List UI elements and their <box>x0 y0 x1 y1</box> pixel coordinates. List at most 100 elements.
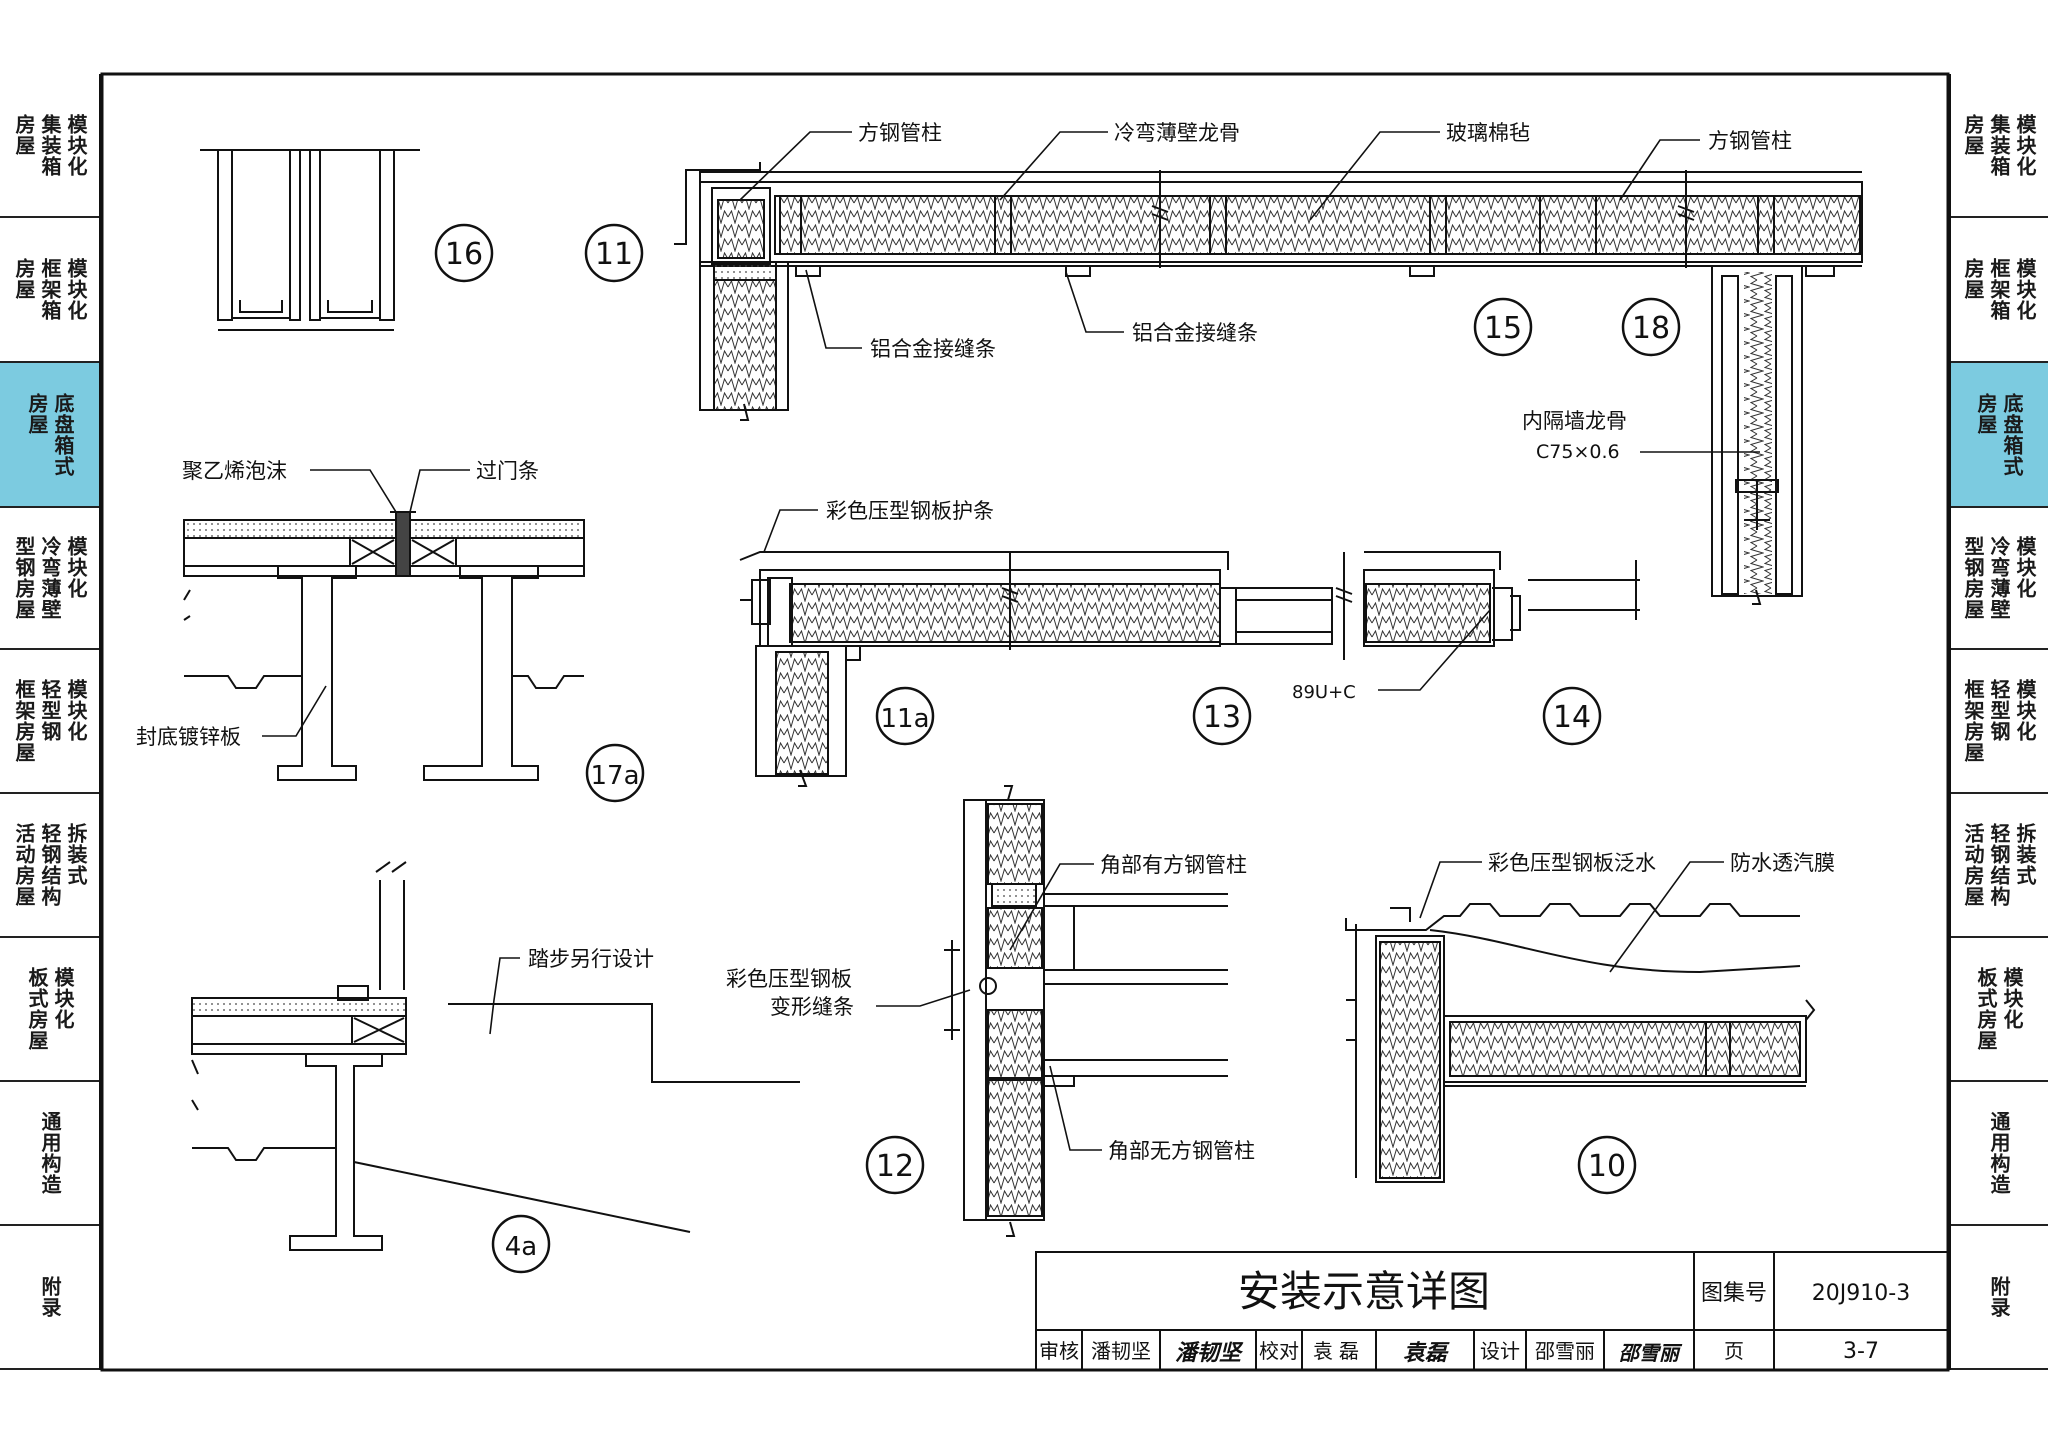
label-glass-wool: 玻璃棉毡 <box>1446 121 1530 145</box>
detail-number-4a: 4a <box>505 1232 537 1262</box>
reviewer-name: 潘韧坚 <box>1091 1339 1151 1363</box>
label-square-tube-column-right: 方钢管柱 <box>1708 129 1792 153</box>
checker-signature: 袁磊 <box>1403 1341 1450 1366</box>
side-tab-left-0[interactable]: 模块化 集装箱 房屋 <box>0 74 100 218</box>
drawing-title: 安装示意详图 <box>1238 1267 1490 1316</box>
label-partition-spec: C75×0.6 <box>1536 441 1620 463</box>
detail-marker-15 <box>1473 297 1533 357</box>
reviewer-signature: 潘韧坚 <box>1175 1341 1244 1366</box>
detail-marker-14 <box>1542 686 1602 746</box>
side-tab-label: 附录 <box>38 1276 62 1318</box>
label-channel-89: 89U+C <box>1292 682 1356 703</box>
side-tab-left-2[interactable]: 底盘箱式 房屋 <box>0 363 100 508</box>
side-tab-label: 模块化 冷弯薄壁 型钢房屋 <box>12 536 88 620</box>
detail-marker-16 <box>434 223 494 283</box>
side-tab-right-3[interactable]: 模块化 冷弯薄壁 型钢房屋 <box>1950 508 2048 650</box>
title-block <box>1035 1251 1949 1371</box>
side-tab-label: 拆装式 轻钢结构 活动房屋 <box>1961 823 2037 907</box>
side-tab-label: 拆装式 轻钢结构 活动房屋 <box>12 823 88 907</box>
side-tab-label: 底盘箱式 房屋 <box>25 392 75 477</box>
detail-number-10: 10 <box>1588 1149 1626 1184</box>
detail-16-drawing <box>200 149 420 331</box>
side-tab-left-1[interactable]: 模块化 框架箱 房屋 <box>0 218 100 363</box>
side-tab-label: 模块化 集装箱 房屋 <box>1961 113 2037 177</box>
side-tab-right-1[interactable]: 模块化 框架箱 房屋 <box>1950 218 2048 363</box>
detail-17a-drawing <box>183 511 585 781</box>
label-corner-with-column: 角部有方钢管柱 <box>1100 853 1247 877</box>
side-tab-left-5[interactable]: 拆装式 轻钢结构 活动房屋 <box>0 794 100 938</box>
detail-marker-12 <box>865 1135 925 1195</box>
label-deformation-strip-2: 变形缝条 <box>770 995 854 1019</box>
label-square-tube-column-left: 方钢管柱 <box>858 121 942 145</box>
review-label: 审核 <box>1039 1339 1079 1363</box>
side-tab-label: 通用构造 <box>1987 1111 2011 1195</box>
side-tab-label: 模块化 框架箱 房屋 <box>12 258 88 321</box>
detail-marker-13 <box>1192 686 1252 746</box>
detail-number-17a: 17a <box>590 761 639 791</box>
design-label: 设计 <box>1480 1339 1520 1363</box>
side-tab-right-4[interactable]: 模块化 轻型钢 框架房屋 <box>1950 650 2048 794</box>
detail-marker-18 <box>1621 297 1681 357</box>
side-tab-right-7[interactable]: 通用构造 <box>1950 1082 2048 1226</box>
check-label: 校对 <box>1259 1339 1299 1363</box>
detail-number-13: 13 <box>1203 700 1241 735</box>
detail-4a-drawing <box>191 861 800 1251</box>
detail-number-12: 12 <box>876 1149 914 1184</box>
detail-number-18: 18 <box>1632 311 1670 346</box>
side-tab-label: 模块化 轻型钢 框架房屋 <box>1961 679 2037 763</box>
detail-number-14: 14 <box>1553 700 1591 735</box>
side-tab-right-8[interactable]: 附录 <box>1950 1226 2048 1370</box>
label-door-strip: 过门条 <box>476 459 539 483</box>
label-membrane: 防水透汽膜 <box>1730 851 1835 875</box>
checker-name: 袁磊 <box>1313 1339 1365 1363</box>
detail-number-11a: 11a <box>880 704 929 734</box>
side-tab-label: 模块化 板式房屋 <box>25 967 75 1051</box>
detail-number-circles <box>434 223 1681 1274</box>
side-tab-label: 模块化 冷弯薄壁 型钢房屋 <box>1961 536 2037 620</box>
side-tab-label: 附录 <box>1987 1276 2011 1318</box>
side-tab-left-4[interactable]: 模块化 轻型钢 框架房屋 <box>0 650 100 794</box>
outer-border <box>100 72 1950 1372</box>
label-step-note: 踏步另行设计 <box>528 947 654 971</box>
label-aluminum-joint-right: 铝合金接缝条 <box>1132 321 1258 345</box>
side-tab-label: 通用构造 <box>38 1111 62 1195</box>
detail-11-15-18-drawing <box>674 162 1863 605</box>
detail-number-15: 15 <box>1484 311 1522 346</box>
side-tab-right-0[interactable]: 模块化 集装箱 房屋 <box>1950 74 2048 218</box>
label-deformation-strip-1: 彩色压型钢板 <box>726 967 852 991</box>
label-aluminum-joint-left: 铝合金接缝条 <box>870 337 996 361</box>
label-flashing: 彩色压型钢板泛水 <box>1488 851 1656 875</box>
leader-lines <box>262 131 1760 1151</box>
side-tab-left-8[interactable]: 附录 <box>0 1226 100 1370</box>
label-galvanized-bottom: 封底镀锌板 <box>136 725 241 749</box>
detail-marker-10 <box>1577 1135 1637 1195</box>
detail-marker-11 <box>584 223 644 283</box>
atlas-label: 图集号 <box>1701 1281 1767 1306</box>
detail-12-drawing <box>944 785 1228 1237</box>
page-label: 页 <box>1724 1339 1744 1363</box>
detail-number-11: 11 <box>595 237 633 272</box>
label-cold-formed-keel: 冷弯薄壁龙骨 <box>1114 121 1240 145</box>
side-tab-right-5[interactable]: 拆装式 轻钢结构 活动房屋 <box>1950 794 2048 938</box>
side-tab-left-3[interactable]: 模块化 冷弯薄壁 型钢房屋 <box>0 508 100 650</box>
side-tab-left-6[interactable]: 模块化 板式房屋 <box>0 938 100 1082</box>
detail-marker-17a <box>585 743 645 803</box>
side-tab-label: 模块化 板式房屋 <box>1974 967 2024 1051</box>
label-partition-keel: 内隔墙龙骨 <box>1522 409 1627 433</box>
designer-signature: 邵雪丽 <box>1619 1341 1683 1365</box>
side-tab-label: 模块化 轻型钢 框架房屋 <box>12 679 88 763</box>
label-pe-foam: 聚乙烯泡沫 <box>182 459 287 483</box>
side-tab-right-6[interactable]: 模块化 板式房屋 <box>1950 938 2048 1082</box>
side-tab-label: 底盘箱式 房屋 <box>1974 392 2024 477</box>
detail-marker-11a <box>875 686 935 746</box>
side-tab-left-7[interactable]: 通用构造 <box>0 1082 100 1226</box>
detail-marker-4a <box>491 1214 551 1274</box>
designer-name: 邵雪丽 <box>1535 1339 1595 1363</box>
detail-number-16: 16 <box>445 237 483 272</box>
detail-11a-13-14-drawing <box>739 551 1640 787</box>
side-tab-right-2[interactable]: 底盘箱式 房屋 <box>1950 363 2048 508</box>
label-color-steel-guard: 彩色压型钢板护条 <box>826 499 994 523</box>
page-number: 3-7 <box>1843 1339 1879 1364</box>
